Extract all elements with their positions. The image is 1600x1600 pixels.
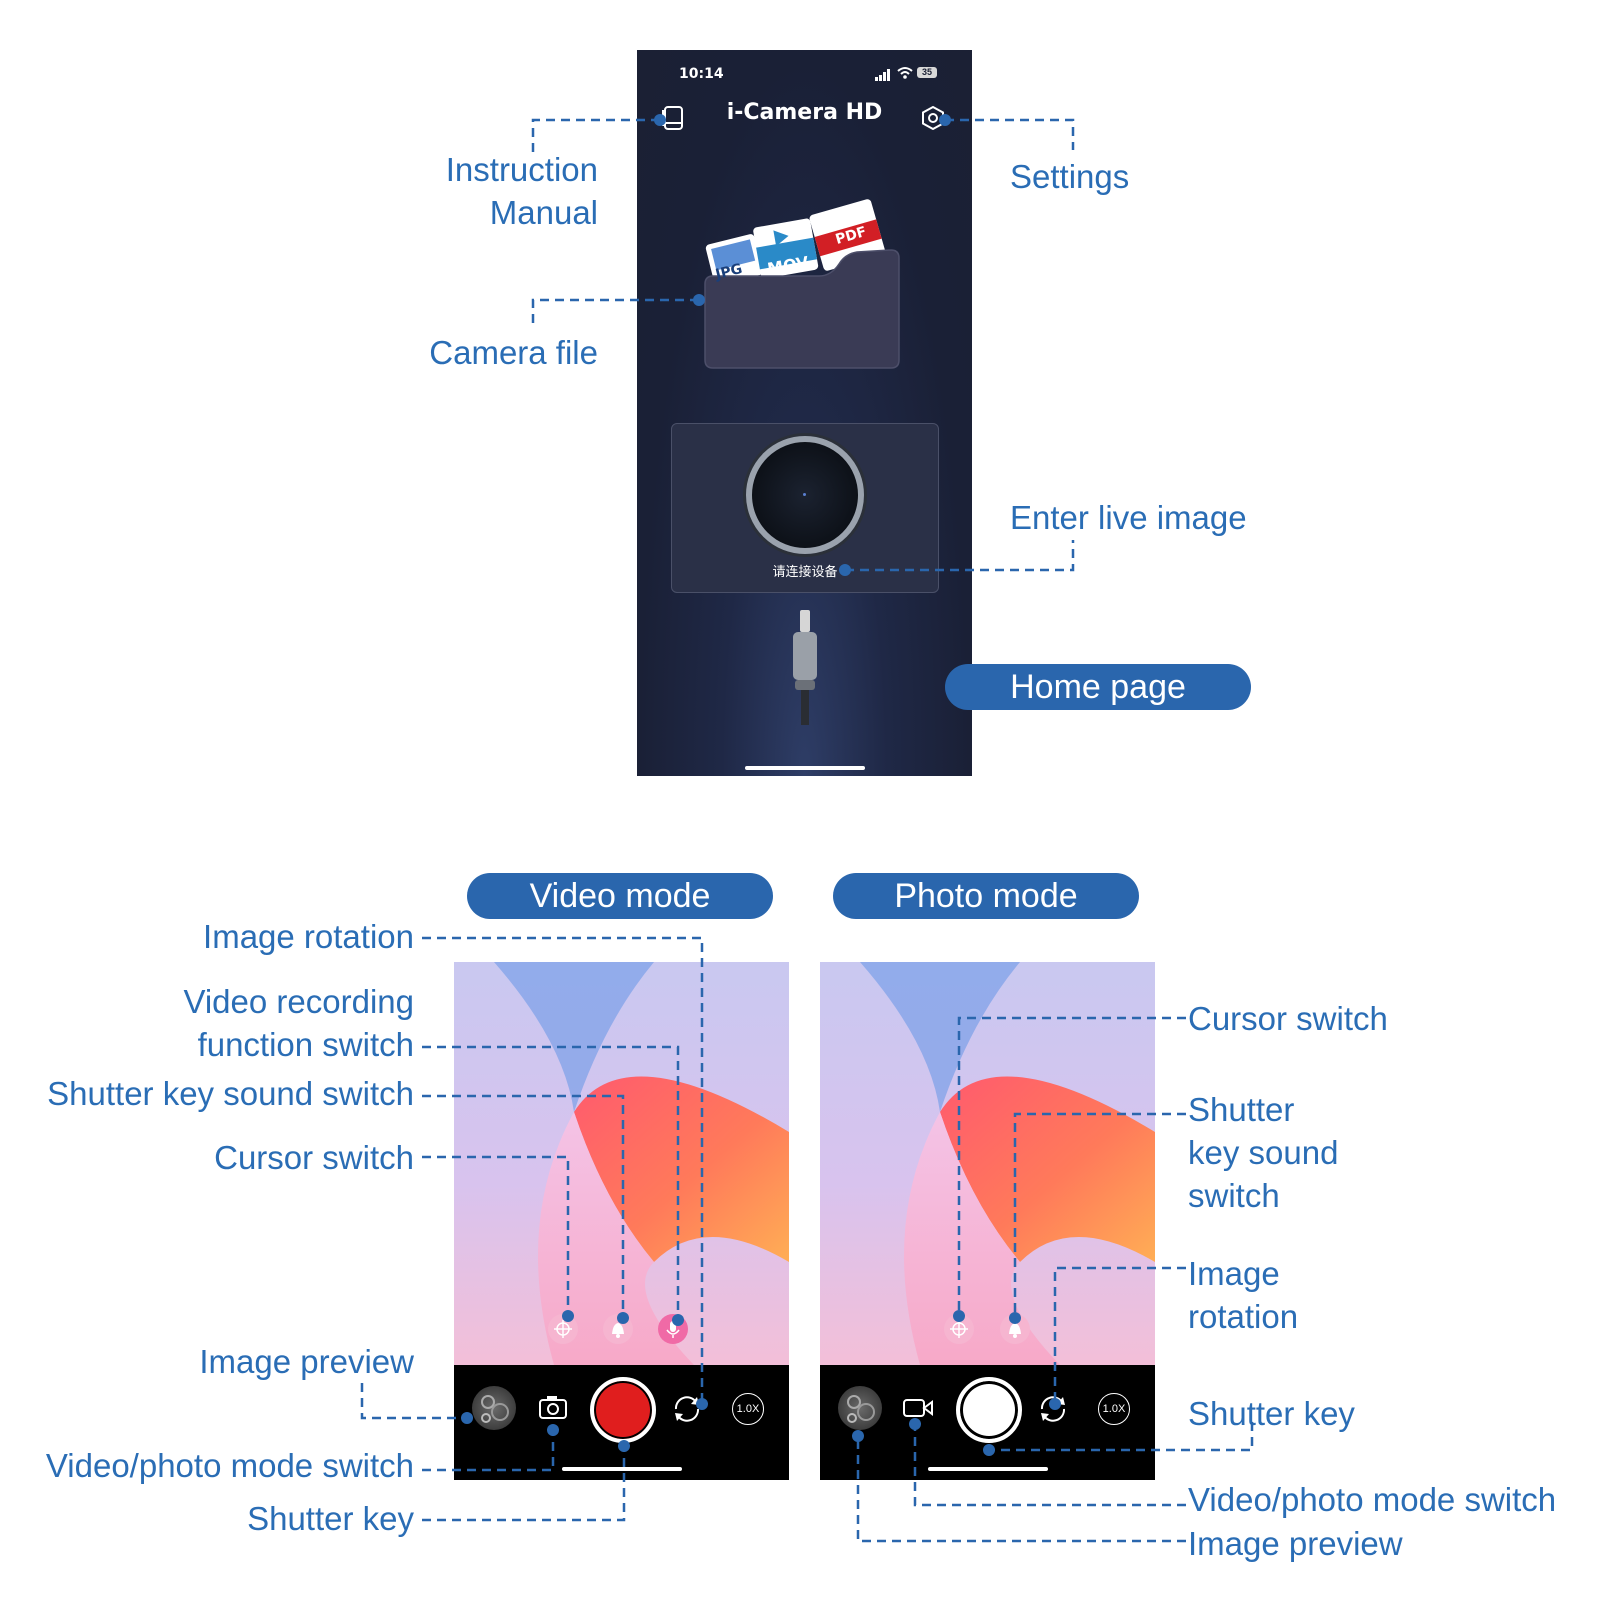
cursor-switch-icon[interactable]	[548, 1314, 578, 1344]
camera-mode-switch-icon[interactable]	[538, 1394, 568, 1420]
signal-icon	[875, 68, 893, 86]
photo-mode-pill: Photo mode	[833, 873, 1139, 919]
camera-lens-icon	[746, 436, 864, 554]
callout-enter-live-image: Enter live image	[1010, 499, 1247, 536]
callout-cursor-switch: Cursor switch	[1188, 1000, 1388, 1037]
photo-mode-screen: 1.0X	[820, 962, 1155, 1480]
wallpaper-background	[820, 962, 1155, 1365]
callout-settings: Settings	[1010, 158, 1130, 195]
image-preview-thumbnail[interactable]	[472, 1386, 516, 1430]
video-mode-switch-icon[interactable]	[902, 1396, 934, 1420]
battery-indicator: 35	[917, 67, 937, 78]
callout-image-rotation-line2: rotation	[1188, 1298, 1299, 1335]
callout-image-rotation: Image rotation	[203, 918, 414, 955]
status-time: 10:14	[679, 66, 724, 82]
home-screen: 10:14 35 i-Camera HD JPG MOV PDF 请连接设备	[637, 50, 972, 776]
callout-shutter-sound: Shutter key sound switch	[47, 1075, 414, 1112]
home-indicator	[745, 766, 865, 770]
callout-cursor-switch: Cursor switch	[214, 1139, 414, 1176]
photo-shutter-button[interactable]	[956, 1377, 1022, 1443]
callout-mode-switch: Video/photo mode switch	[1188, 1481, 1557, 1518]
video-mode-screen: 1.0X	[454, 962, 789, 1480]
zoom-level-button[interactable]: 1.0X	[732, 1393, 764, 1425]
home-indicator	[928, 1467, 1048, 1471]
camera-file-folder[interactable]: JPG MOV PDF	[699, 198, 904, 373]
shutter-sound-bell-icon[interactable]	[1000, 1314, 1030, 1344]
callout-shutter-sound-line1: Shutter	[1188, 1091, 1295, 1128]
callout-shutter-key: Shutter key	[1188, 1395, 1355, 1432]
cursor-switch-icon[interactable]	[944, 1314, 974, 1344]
callout-image-preview: Image preview	[199, 1343, 414, 1380]
live-image-card[interactable]: 请连接设备	[671, 423, 939, 593]
callout-camera-file: Camera file	[429, 334, 598, 371]
record-shutter-button[interactable]	[590, 1377, 656, 1443]
image-rotation-icon[interactable]	[1036, 1392, 1070, 1426]
microphone-icon[interactable]	[658, 1314, 688, 1344]
app-title: i-Camera HD	[726, 100, 883, 125]
shutter-sound-bell-icon[interactable]	[603, 1314, 633, 1344]
callout-image-rotation-line1: Image	[1188, 1255, 1280, 1292]
lightning-cable-icon	[790, 610, 820, 730]
callout-instruction-manual-line1: Instruction	[445, 151, 598, 188]
callout-mode-switch: Video/photo mode switch	[45, 1447, 414, 1484]
connect-device-prompt: 请连接设备	[772, 565, 838, 580]
settings-icon[interactable]	[921, 105, 945, 131]
callout-video-recording-line1: Video recording	[183, 983, 414, 1020]
callout-video-recording-line2: function switch	[197, 1026, 414, 1063]
callout-shutter-sound-line2: key sound	[1188, 1134, 1339, 1171]
image-rotation-icon[interactable]	[670, 1392, 704, 1426]
video-mode-pill: Video mode	[467, 873, 773, 919]
image-preview-thumbnail[interactable]	[838, 1386, 882, 1430]
callout-image-preview: Image preview	[1188, 1525, 1403, 1562]
callout-shutter-key: Shutter key	[247, 1500, 414, 1537]
callout-shutter-sound-line3: switch	[1188, 1177, 1280, 1214]
home-indicator	[562, 1467, 682, 1471]
wifi-icon	[897, 66, 913, 85]
callout-instruction-manual-line2: Manual	[489, 194, 598, 231]
zoom-level-button[interactable]: 1.0X	[1098, 1393, 1130, 1425]
wallpaper-background	[454, 962, 789, 1365]
home-page-pill: Home page	[945, 664, 1251, 710]
